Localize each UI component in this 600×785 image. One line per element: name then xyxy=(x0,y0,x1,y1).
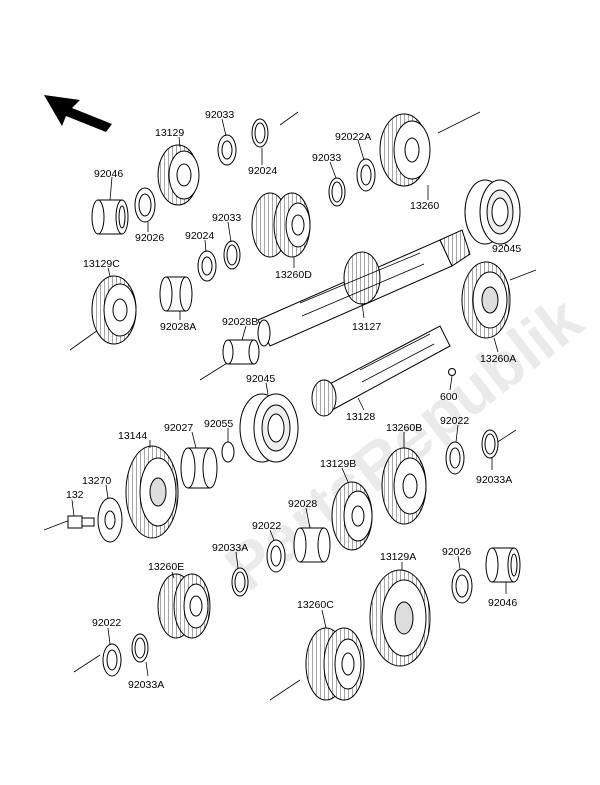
plate-13270 xyxy=(97,497,123,543)
gear-13260E xyxy=(157,573,211,639)
shaft-13127 xyxy=(257,229,471,347)
label-13127: 13127 xyxy=(352,321,381,333)
gear-13129A xyxy=(369,569,431,667)
leader-lines xyxy=(71,118,509,677)
washer-92022-bottom xyxy=(102,643,122,677)
circlip-92033A-right xyxy=(481,429,499,459)
sleeve-92028B xyxy=(222,339,260,365)
label-92033-top: 92033 xyxy=(205,109,234,121)
collar-92027 xyxy=(180,447,218,489)
gear-13260D xyxy=(251,192,311,258)
circlip-92033A-mid xyxy=(231,567,249,597)
label-92033A-right: 92033A xyxy=(476,474,512,486)
bearing-92045-top xyxy=(464,179,521,245)
washer-92022-mid xyxy=(266,539,286,573)
label-92055: 92055 xyxy=(204,418,233,430)
label-92033A-mid: 92033A xyxy=(212,542,248,554)
sleeve-92028A xyxy=(159,276,193,312)
washer-92024-mid xyxy=(197,250,217,282)
direction-arrow-icon xyxy=(44,95,112,132)
washer-92022-right xyxy=(445,441,465,475)
label-92033-right: 92033 xyxy=(312,152,341,164)
bushing-92046-top xyxy=(91,199,129,235)
washer-92026-bottom xyxy=(451,568,473,604)
label-92046-bottom: 92046 xyxy=(488,597,517,609)
sprocket-13144 xyxy=(125,445,179,539)
label-92026-bottom: 92026 xyxy=(442,546,471,558)
part-labels: 92033 13129 92024 92022A 92033 92046 920… xyxy=(66,109,521,691)
label-600: 600 xyxy=(440,391,458,403)
label-92022-mid: 92022 xyxy=(252,520,281,532)
circlip-92033-mid xyxy=(223,240,241,270)
circlip-92033A-bottom xyxy=(131,633,149,663)
gear-13129B xyxy=(331,481,373,551)
label-92027: 92027 xyxy=(164,422,193,434)
label-13270: 13270 xyxy=(82,475,111,487)
axis-guide-lines xyxy=(43,111,537,701)
gear-13260C xyxy=(305,627,365,701)
label-92045-top: 92045 xyxy=(492,243,521,255)
label-13129A: 13129A xyxy=(380,551,416,563)
circlip-92033-top xyxy=(251,118,269,148)
ball-600 xyxy=(448,368,456,376)
oring-92055 xyxy=(221,441,235,463)
label-13260C: 13260C xyxy=(297,599,334,611)
gear-13129 xyxy=(157,144,200,206)
gear-13260 xyxy=(379,113,431,187)
label-92028: 92028 xyxy=(288,498,317,510)
label-92028A: 92028A xyxy=(160,321,196,333)
label-92046-top: 92046 xyxy=(94,168,123,180)
bushing-92046-bottom xyxy=(485,547,521,583)
label-13260D: 13260D xyxy=(275,269,312,281)
label-92026-top: 92026 xyxy=(135,232,164,244)
shaft-13128 xyxy=(311,325,451,417)
label-132: 132 xyxy=(66,489,84,501)
bolt-132 xyxy=(67,515,95,529)
circlip-92033-right xyxy=(328,177,346,207)
label-92024-top: 92024 xyxy=(248,165,277,177)
label-13260A: 13260A xyxy=(480,353,516,365)
label-92045-mid: 92045 xyxy=(246,373,275,385)
label-13144: 13144 xyxy=(118,430,147,442)
label-92033-mid: 92033 xyxy=(212,212,241,224)
label-92022-bottom: 92022 xyxy=(92,617,121,629)
label-13260E: 13260E xyxy=(148,561,184,573)
gear-13129C xyxy=(91,275,137,345)
label-13129B: 13129B xyxy=(320,458,356,470)
label-92022A: 92022A xyxy=(335,131,371,143)
label-13260B: 13260B xyxy=(386,422,422,434)
label-13128: 13128 xyxy=(346,411,375,423)
washer-92026-top xyxy=(134,187,156,223)
label-92022-right: 92022 xyxy=(440,415,469,427)
label-92033A-bottom: 92033A xyxy=(128,679,164,691)
label-13129C: 13129C xyxy=(83,258,120,270)
gear-13260A xyxy=(461,261,511,339)
label-92024-mid: 92024 xyxy=(185,230,214,242)
label-13129: 13129 xyxy=(155,127,184,139)
sleeve-92028 xyxy=(293,527,331,563)
gear-13260B xyxy=(381,447,427,525)
label-13260: 13260 xyxy=(410,200,439,212)
label-92028B: 92028B xyxy=(222,316,258,328)
bearing-92045-mid xyxy=(239,393,299,463)
washer-92022A xyxy=(356,158,376,192)
washer-92033-left xyxy=(217,134,237,166)
